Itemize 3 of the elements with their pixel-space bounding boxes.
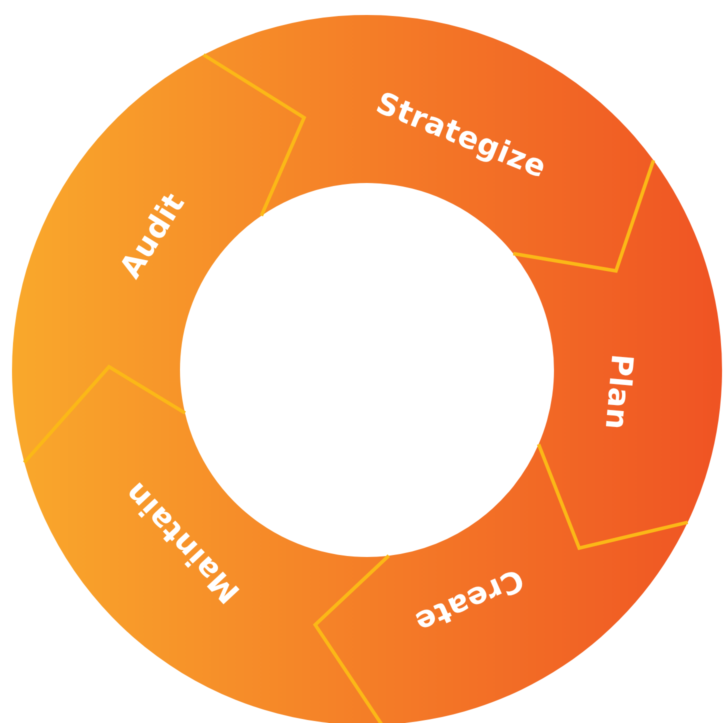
cycle-segment xyxy=(203,15,654,271)
segment-label: Plan xyxy=(600,352,636,432)
cycle-segment xyxy=(315,444,688,723)
